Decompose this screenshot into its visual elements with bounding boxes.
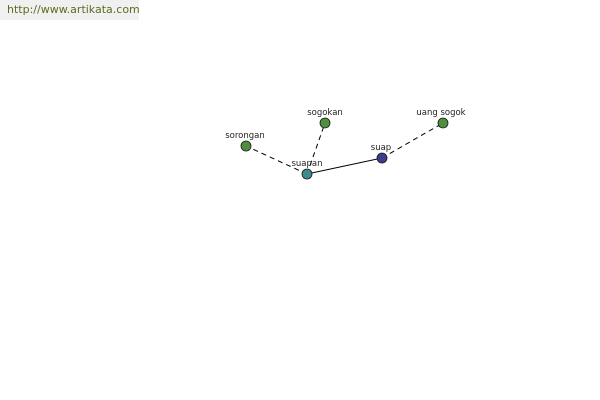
node-label-uang-sogok: uang sogok bbox=[416, 108, 465, 118]
node-label-sorongan: sorongan bbox=[225, 131, 265, 141]
source-url-link[interactable]: http://www.artikata.com bbox=[0, 0, 139, 20]
nodes-layer: sogokan uang sogok sorongan suap suapan bbox=[225, 108, 466, 180]
node-sogokan[interactable]: sogokan bbox=[307, 108, 343, 129]
edge-suapan-suap bbox=[306, 157, 383, 175]
node-suap[interactable]: suap bbox=[371, 143, 391, 164]
edges-layer bbox=[245, 122, 444, 175]
node-dot-sogokan[interactable] bbox=[319, 117, 331, 129]
edge-suapan-sogokan bbox=[306, 122, 326, 175]
node-dot-suap[interactable] bbox=[376, 152, 388, 164]
node-dot-sorongan[interactable] bbox=[240, 140, 252, 152]
node-uang-sogok[interactable]: uang sogok bbox=[416, 108, 466, 129]
node-sorongan[interactable]: sorongan bbox=[225, 131, 265, 152]
node-label-suap: suap bbox=[371, 143, 391, 153]
node-suapan[interactable]: suapan bbox=[291, 159, 323, 180]
edge-suapan-sorongan bbox=[245, 145, 308, 175]
node-dot-suapan[interactable] bbox=[301, 168, 313, 180]
node-label-sogokan: sogokan bbox=[307, 108, 343, 118]
node-dot-uang-sogok[interactable] bbox=[437, 117, 449, 129]
node-label-suapan: suapan bbox=[291, 159, 322, 169]
edge-suap-uang-sogok bbox=[381, 122, 444, 159]
